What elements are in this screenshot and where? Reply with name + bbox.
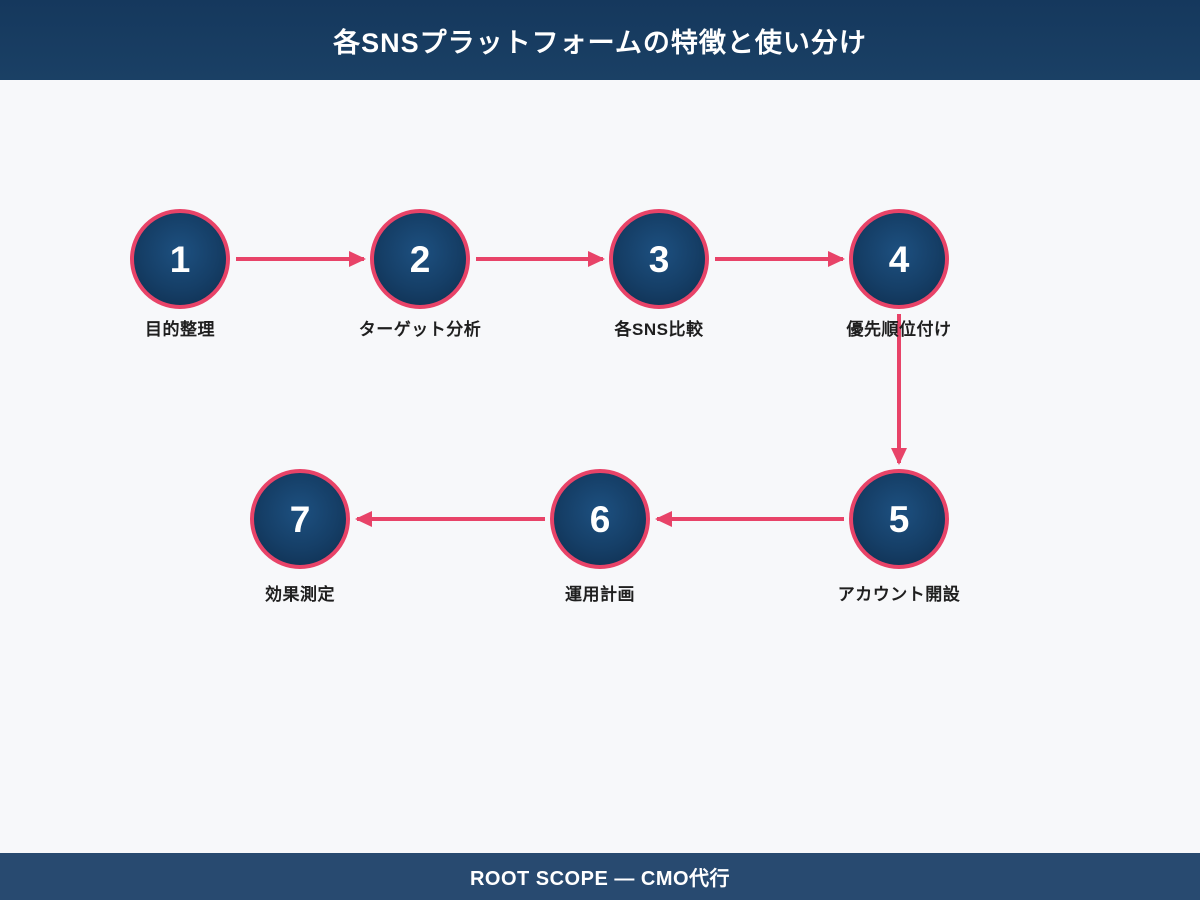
step-circle-1: 1 <box>130 209 230 309</box>
step-label-4: 優先順位付け <box>846 320 952 339</box>
footer-brand: ROOT SCOPE — CMO代行 <box>469 868 731 890</box>
step-number: 7 <box>289 498 311 540</box>
step-circle-6: 6 <box>550 469 650 569</box>
step-circle-4: 4 <box>849 209 949 309</box>
step-label-7: 効果測定 <box>265 585 335 604</box>
step-number: 4 <box>888 238 910 280</box>
step-label-3: 各SNS比較 <box>614 320 704 339</box>
step-number: 1 <box>169 238 191 280</box>
step-number: 2 <box>409 238 431 280</box>
step-circle-5: 5 <box>849 469 949 569</box>
step-circle-3: 3 <box>609 209 709 309</box>
step-number: 3 <box>648 238 670 280</box>
step-number: 6 <box>589 498 611 540</box>
step-label-1: 目的整理 <box>145 320 215 339</box>
step-circle-2: 2 <box>370 209 470 309</box>
footer-bar: ROOT SCOPE — CMO代行 <box>0 853 1200 900</box>
step-label-6: 運用計画 <box>565 585 635 604</box>
step-circle-7: 7 <box>250 469 350 569</box>
step-label-5: アカウント開設 <box>837 585 961 604</box>
page-title: 各SNSプラットフォームの特徴と使い分け <box>333 27 867 58</box>
step-label-2: ターゲット分析 <box>358 320 482 339</box>
step-number: 5 <box>888 498 910 540</box>
header-bar: 各SNSプラットフォームの特徴と使い分け <box>0 0 1200 80</box>
